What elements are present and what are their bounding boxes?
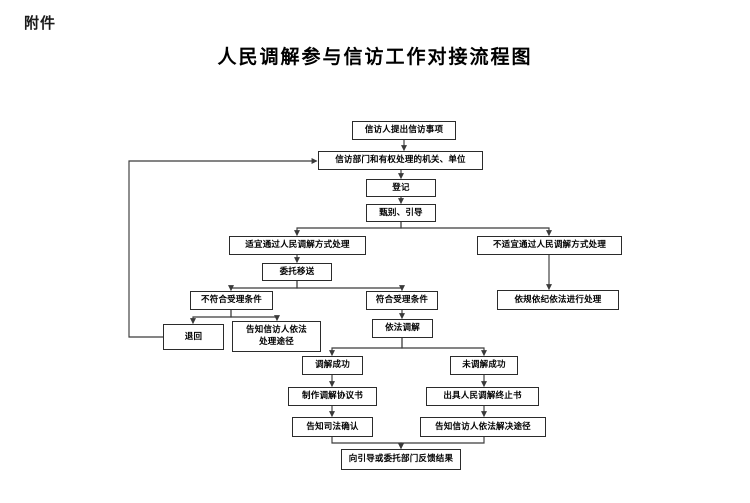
node-n1[interactable]: 信访人提出信访事项 (352, 121, 456, 140)
node-n15[interactable]: 未调解成功 (450, 356, 518, 375)
node-n10[interactable]: 符合受理条件 (366, 291, 438, 310)
node-n5[interactable]: 适宜通过人民调解方式处理 (229, 236, 366, 255)
edge-n9-n11 (190, 310, 232, 325)
edge-n7-n10 (296, 281, 405, 292)
edge-n13-n14 (329, 338, 403, 357)
node-n17[interactable]: 出具人民调解终止书 (426, 387, 539, 406)
node-n20[interactable]: 向引导或委托部门反馈结果 (341, 449, 461, 470)
edge-n13-n15 (401, 338, 487, 357)
node-n9[interactable]: 不符合受理条件 (190, 291, 273, 310)
node-n16[interactable]: 制作调解协议书 (288, 387, 377, 406)
edge-n9-n12 (230, 310, 280, 322)
edge-n4-n6 (400, 222, 552, 237)
node-n3[interactable]: 登记 (366, 179, 436, 197)
edge-n18-n20 (331, 437, 404, 450)
node-n12[interactable]: 告知信访人依法处理途径 (232, 321, 321, 352)
edge-n7-n9 (228, 281, 298, 292)
edge-n4-n5 (294, 222, 402, 237)
edge-n19-n20 (398, 437, 485, 450)
node-n14[interactable]: 调解成功 (302, 356, 363, 375)
attachment-label: 附件 (24, 14, 57, 32)
node-n7[interactable]: 委托移送 (262, 263, 332, 281)
page-title: 人民调解参与信访工作对接流程图 (217, 46, 533, 68)
node-n4[interactable]: 甄别、引导 (366, 204, 436, 222)
node-n18[interactable]: 告知司法确认 (292, 417, 373, 437)
node-n19[interactable]: 告知信访人依法解决途径 (420, 417, 546, 437)
node-n2[interactable]: 信访部门和有权处理的机关、单位 (318, 151, 483, 170)
node-n11[interactable]: 退回 (163, 324, 224, 350)
node-n6[interactable]: 不适宜通过人民调解方式处理 (477, 236, 622, 255)
node-n8[interactable]: 依规依纪依法进行处理 (497, 290, 619, 310)
node-n13[interactable]: 依法调解 (372, 319, 433, 338)
